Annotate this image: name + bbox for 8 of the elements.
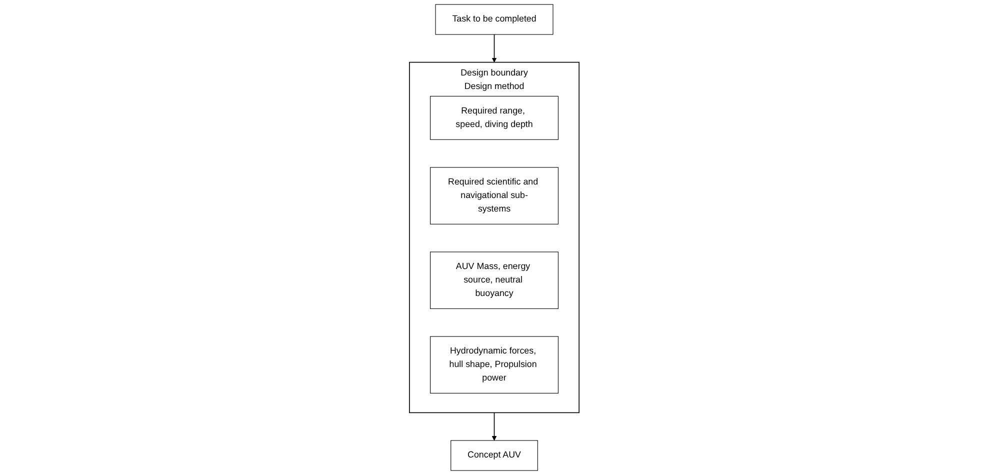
node-box: Required range, speed, diving depth: [430, 96, 559, 140]
arrow: [492, 34, 497, 63]
node-box: Concept AUV: [450, 440, 538, 471]
node-box: Required scientific and navigational sub-systems: [430, 167, 559, 224]
node-box: AUV Mass, energy source, neutral buoyancy: [430, 252, 559, 309]
arrow: [492, 412, 497, 441]
node-box: Task to be completed: [435, 4, 554, 35]
node-box: Hydrodynamic forces, hull shape, Propulsion power: [430, 336, 559, 394]
